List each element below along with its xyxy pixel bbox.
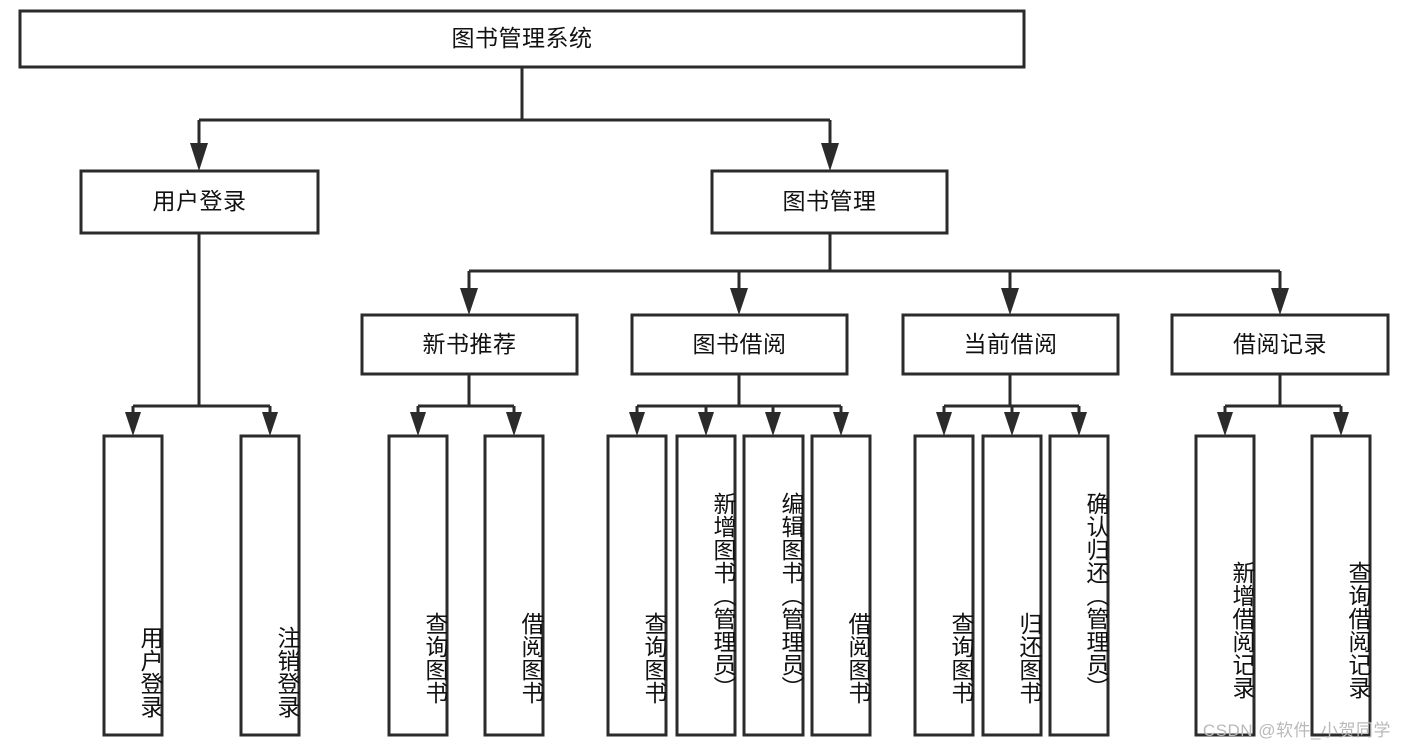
node-box-leaf-edit-book[interactable] (742, 434, 805, 737)
arrow-head (821, 143, 839, 171)
node-box-leaf-borrow-book-2[interactable] (810, 434, 872, 737)
connector-bookmgmt-to-level3 (460, 233, 1289, 315)
arrow-head (410, 412, 426, 436)
node-box-book-borrow[interactable] (630, 313, 849, 376)
arrow-head (698, 412, 714, 436)
connector-bookborrow-to-leaves (629, 374, 849, 436)
csdn-watermark: CSDN @软件_小贺同学 (1202, 721, 1391, 740)
arrow-head (730, 288, 748, 315)
node-box-leaf-query-book-1[interactable] (387, 434, 449, 737)
node-box-book-management[interactable] (710, 169, 949, 235)
arrow-head (125, 412, 141, 436)
node-box-current-borrow[interactable] (901, 313, 1120, 376)
arrow-head (765, 412, 781, 436)
arrow-head (1004, 412, 1020, 436)
arrow-head (1071, 412, 1087, 436)
node-box-leaf-add-book[interactable] (675, 434, 737, 737)
connector-userlogin-to-leaves (125, 233, 278, 436)
node-box-leaf-query-book-2[interactable] (606, 434, 668, 737)
arrow-head (629, 412, 645, 436)
connector-currentborrow-to-leaves (936, 374, 1087, 436)
arrow-head (262, 412, 278, 436)
arrow-head (833, 412, 849, 436)
connector-borrowrecord-to-leaves (1217, 374, 1349, 436)
node-box-leaf-add-record[interactable] (1194, 434, 1256, 737)
node-box-user-login[interactable] (79, 169, 320, 235)
arrow-head (1001, 288, 1019, 315)
node-box-leaf-user-login[interactable] (102, 434, 164, 737)
arrow-head (460, 288, 478, 315)
arrow-head (1333, 412, 1349, 436)
node-box-leaf-query-record[interactable] (1310, 434, 1372, 737)
connector-newbook-to-leaves (410, 374, 522, 436)
arrow-head (506, 412, 522, 436)
connector-root-to-level2 (190, 67, 839, 171)
node-box-new-book-recommend[interactable] (360, 313, 579, 376)
node-box-leaf-return-book[interactable] (981, 434, 1043, 737)
arrow-head (190, 143, 208, 171)
node-box-leaf-user-logout[interactable] (239, 434, 301, 737)
node-box-leaf-query-book-3[interactable] (913, 434, 975, 737)
node-box-borrow-record[interactable] (1170, 313, 1390, 376)
node-box-leaf-confirm-return[interactable] (1048, 434, 1110, 737)
node-box-leaf-borrow-book-1[interactable] (483, 434, 545, 737)
arrow-head (1271, 288, 1289, 315)
arrow-head (936, 412, 952, 436)
arrow-head (1217, 412, 1233, 436)
node-box-root[interactable] (18, 9, 1026, 69)
